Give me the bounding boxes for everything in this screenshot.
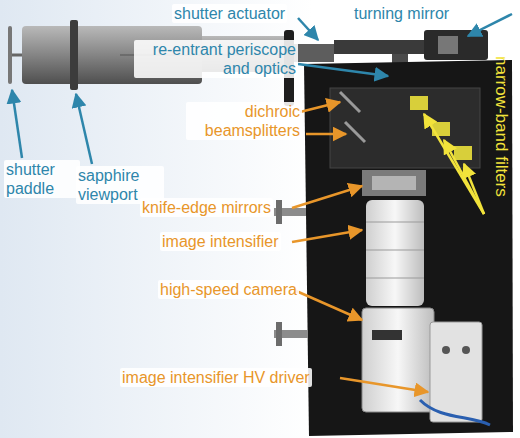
intensifier-rib — [366, 250, 424, 251]
callout-label: narrow-band filters — [492, 56, 511, 197]
leader-arrow — [298, 18, 318, 40]
leader-arrow — [468, 14, 512, 36]
dichroic-beamsplitter — [345, 122, 365, 142]
leader-arrow — [294, 290, 362, 320]
sapphire-viewport-flange — [70, 20, 78, 90]
camera-detail — [372, 330, 402, 340]
callout-label: re-entrant periscope and optics — [134, 40, 298, 78]
leader-arrow — [12, 90, 22, 158]
leader-arrow — [306, 133, 346, 136]
paddle-rod — [12, 54, 22, 57]
callout-label: image intensifier — [160, 232, 281, 251]
hv-knob — [462, 346, 470, 354]
mounting-bracket — [276, 200, 282, 224]
callout-label: shutter paddle — [4, 160, 80, 198]
leader-arrow — [300, 102, 340, 112]
intensifier-rib — [366, 278, 424, 279]
turning-mirror-mount — [424, 30, 488, 60]
actuator-body — [334, 40, 424, 54]
callout-label: image intensifier HV driver — [120, 368, 312, 387]
leader-arrow — [76, 94, 92, 164]
leader-arrow — [292, 230, 362, 242]
callout-label: dichroic beamsplitters — [186, 102, 302, 140]
callout-label: turning mirror — [352, 4, 451, 23]
narrow-band-filter — [454, 146, 472, 160]
mounting-bracket — [276, 322, 282, 346]
instrument-cabinet — [304, 60, 513, 436]
leader-arrows — [12, 14, 512, 392]
image-intensifier — [366, 200, 424, 306]
callout-label: high-speed camera — [158, 280, 299, 299]
intensifier-rib — [366, 222, 424, 223]
leader-arrow — [464, 164, 484, 214]
leader-arrow — [340, 378, 428, 392]
narrow-band-filter — [410, 96, 428, 110]
knife-edge-mirrors — [362, 170, 426, 196]
optics-block — [330, 88, 480, 168]
turning-mirror — [438, 36, 458, 54]
leader-arrow — [444, 140, 484, 214]
hv-knob — [442, 346, 450, 354]
leader-arrow — [292, 186, 362, 208]
shutter-actuator — [294, 44, 334, 62]
leader-arrow — [424, 114, 484, 214]
high-speed-camera — [362, 308, 434, 412]
cable — [420, 400, 490, 425]
shutter-paddle — [8, 26, 12, 84]
dichroic-beamsplitter — [340, 92, 360, 112]
hv-driver — [430, 322, 482, 422]
knife-edge-mirror — [372, 176, 416, 190]
callout-label: knife-edge mirrors — [140, 198, 273, 217]
leader-arrow — [298, 64, 388, 76]
callout-label: shutter actuator — [172, 4, 287, 23]
